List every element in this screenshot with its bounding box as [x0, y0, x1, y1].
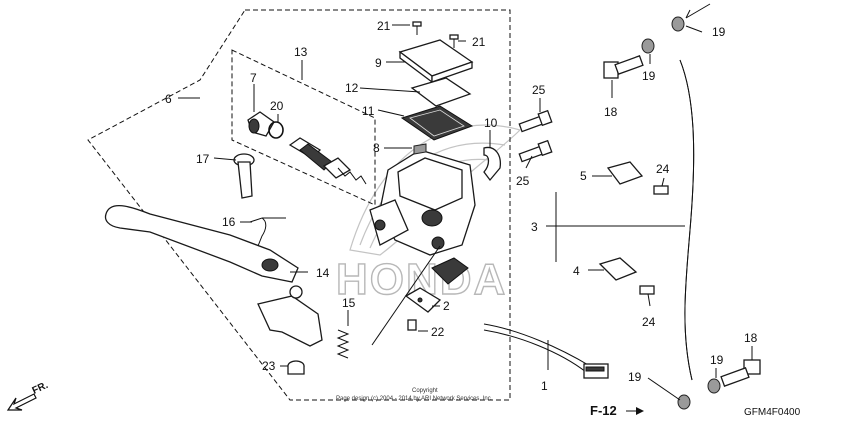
bolt-25b — [518, 139, 553, 163]
bolt-25a — [518, 109, 553, 133]
callout-15: 15 — [342, 296, 356, 310]
callout-13: 13 — [294, 45, 308, 59]
lever-spring — [249, 217, 286, 247]
screw-21b — [449, 34, 459, 48]
callout-19-b: 19 — [642, 69, 656, 83]
piston-set — [288, 137, 367, 185]
cap — [287, 360, 305, 375]
callout-3: 3 — [531, 220, 538, 234]
stop-switch — [404, 287, 442, 313]
switch-connector — [431, 257, 469, 285]
callout-16: 16 — [222, 215, 236, 229]
washer-pointer — [685, 3, 711, 19]
washer-19d — [677, 394, 691, 410]
diagram-code: GFM4F0400 — [744, 407, 801, 418]
wire-harness — [483, 323, 609, 379]
master-cylinder-body — [369, 149, 476, 256]
subassembly-boundary-13 — [231, 49, 376, 206]
callout-19-d: 19 — [628, 370, 642, 384]
lever-bracket — [257, 285, 323, 347]
screw-21a — [412, 21, 422, 35]
hose-clamp-lower — [598, 257, 638, 281]
callout-20: 20 — [270, 99, 284, 113]
bolt-24b — [639, 285, 655, 295]
hose-clamp-upper — [606, 161, 644, 185]
direction-label: FR. — [31, 380, 50, 397]
assembly-boundary-6 — [87, 9, 511, 401]
callout-25-a: 25 — [532, 83, 546, 97]
callout-18-lower: 18 — [744, 331, 758, 345]
bolt-24a — [653, 185, 669, 195]
callout-24-b: 24 — [642, 315, 656, 329]
snap-ring — [268, 121, 284, 139]
diaphragm — [400, 105, 474, 141]
callout-18-upper: 18 — [604, 105, 618, 119]
copyright-line-1: Copyright — [412, 388, 438, 394]
callout-17: 17 — [196, 152, 210, 166]
boot — [247, 111, 275, 137]
callout-1: 1 — [541, 379, 548, 393]
banjo-bolt-lower — [720, 359, 761, 387]
callout-25-b: 25 — [516, 174, 530, 188]
callout-11: 11 — [362, 104, 375, 118]
copyright-line-2: Page design (c) 2004 - 2014 by ARI Netwo… — [336, 396, 493, 402]
callout-8: 8 — [373, 141, 380, 155]
banjo-bolt-upper — [603, 55, 644, 79]
callout-6: 6 — [165, 92, 172, 106]
section-reference: F-12 — [590, 403, 617, 418]
section-reference-arrow — [636, 407, 644, 415]
callout-22: 22 — [431, 325, 445, 339]
callout-19-c: 19 — [710, 353, 724, 367]
callout-19-a: 19 — [712, 25, 726, 39]
return-spring — [336, 329, 350, 359]
callout-24-a: 24 — [656, 162, 670, 176]
callout-9: 9 — [375, 56, 382, 70]
washer-19b — [641, 38, 655, 54]
callout-7: 7 — [250, 71, 257, 85]
brake-lever — [104, 205, 299, 283]
callout-23: 23 — [262, 359, 276, 373]
callout-21-a: 21 — [377, 19, 391, 33]
holder-bracket — [483, 146, 501, 182]
brake-hose — [679, 59, 695, 381]
callout-5: 5 — [580, 169, 587, 183]
callout-21-b: 21 — [472, 35, 486, 49]
screw-22 — [407, 319, 417, 331]
front-direction-indicator: FR. — [6, 380, 50, 411]
callout-10: 10 — [484, 116, 498, 130]
diaphragm-plate — [410, 77, 472, 107]
callout-4: 4 — [573, 264, 580, 278]
clip — [413, 143, 427, 155]
leader-lines — [178, 24, 753, 401]
washer-19c — [707, 378, 721, 394]
pivot-bolt — [233, 153, 255, 199]
callout-2: 2 — [443, 299, 450, 313]
callout-12: 12 — [345, 81, 359, 95]
callout-14: 14 — [316, 266, 330, 280]
washer-19a — [671, 16, 685, 32]
